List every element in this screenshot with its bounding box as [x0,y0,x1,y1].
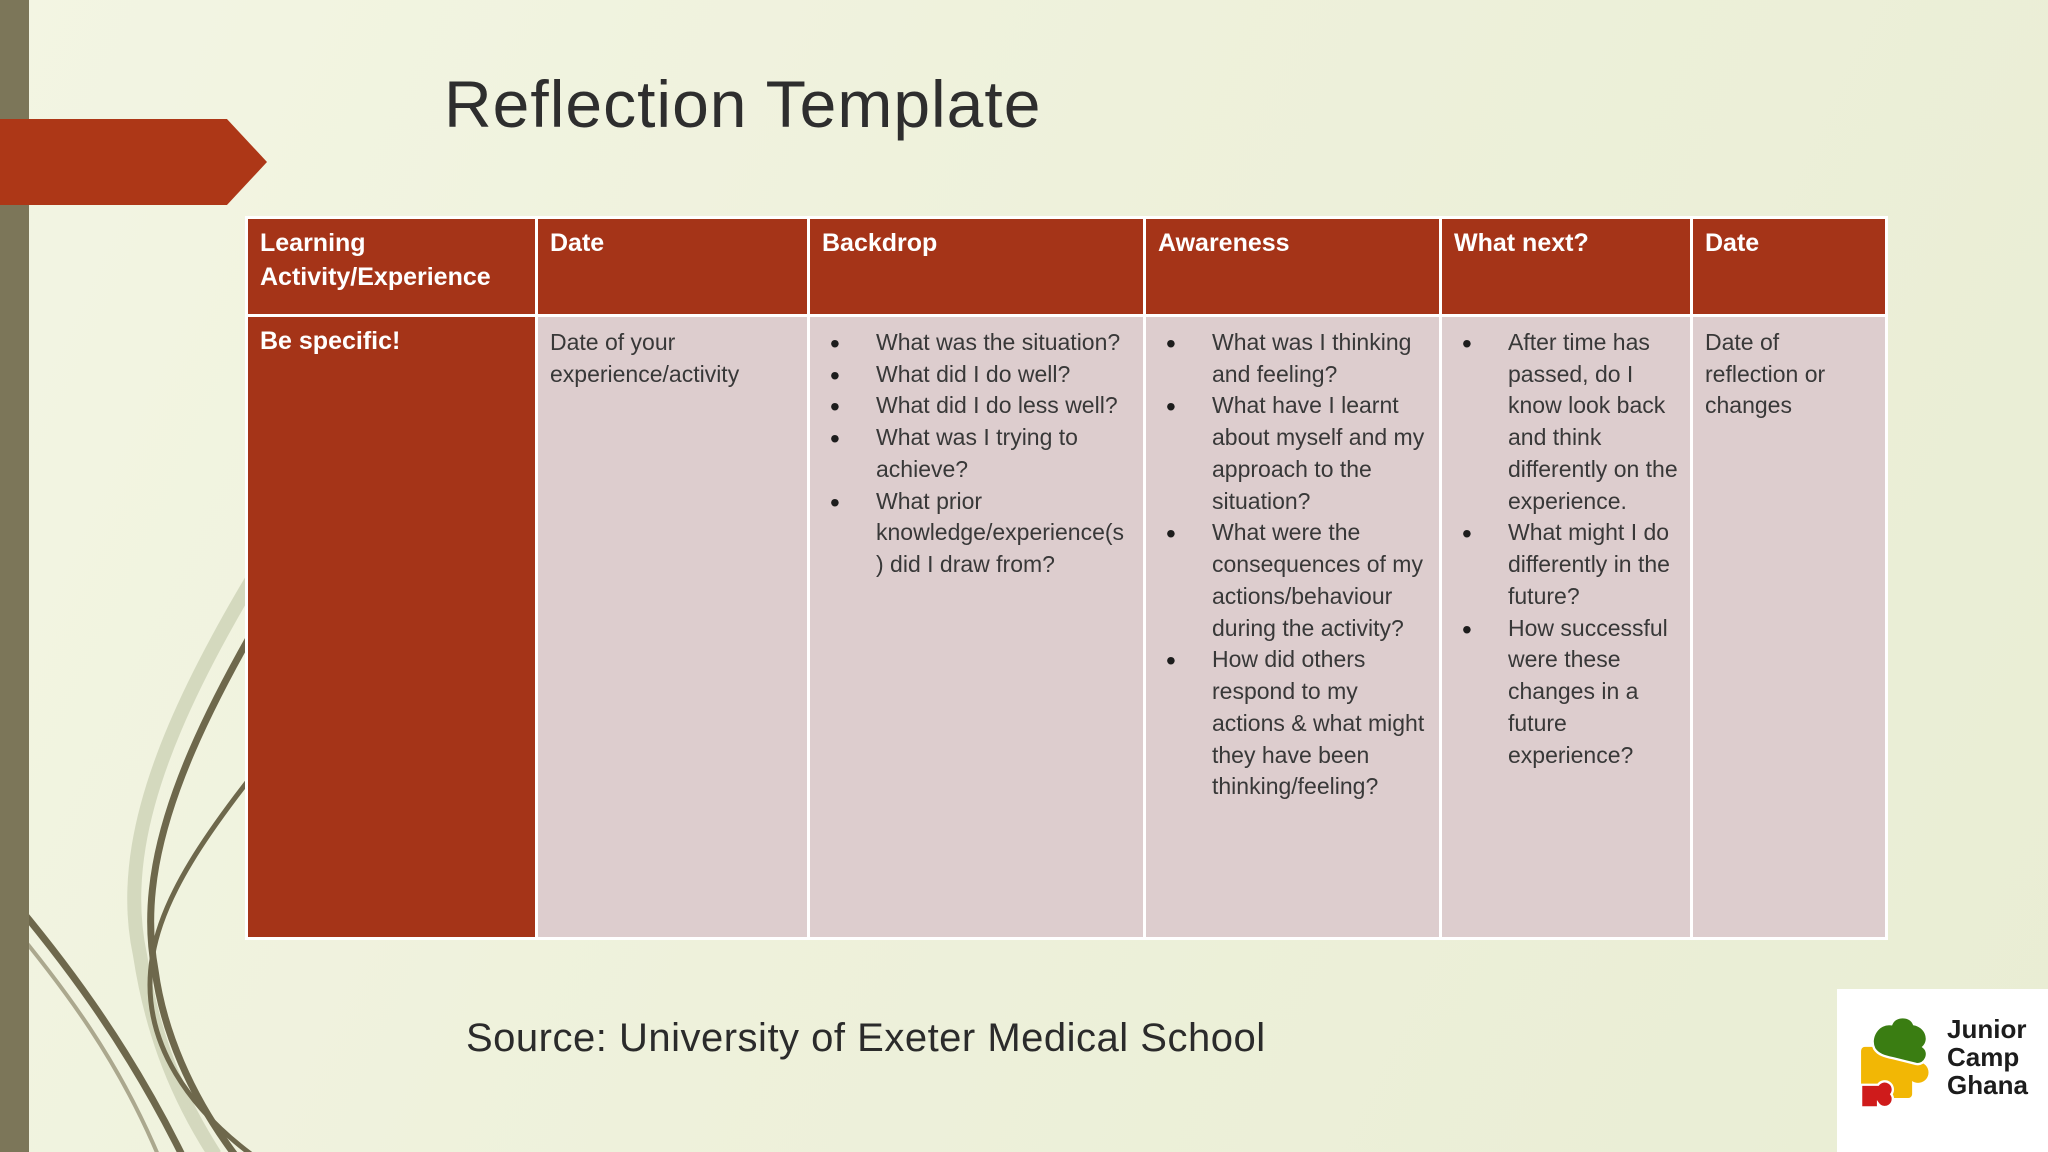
table-cell-what-next-questions: After time has passed, do I know look ba… [1442,317,1690,937]
awareness-bullet-list: What was I thinking and feeling? What ha… [1158,325,1427,803]
bullet-item: After time has passed, do I know look ba… [1454,325,1678,517]
bullet-item: What did I do less well? [822,388,1131,426]
logo-text: Junior Camp Ghana [1947,1015,2028,1099]
table-header-what-next: What next? [1442,219,1690,314]
bullet-item: What have I learnt about myself and my a… [1158,388,1427,517]
bullet-item: How did others respond to my actions & w… [1158,642,1427,803]
table-cell-date-description: Date of your experience/activity [538,317,807,937]
bullet-item: What was I thinking and feeling? [1158,325,1427,390]
bullet-item: What were the consequences of my actions… [1158,515,1427,644]
table-header-awareness: Awareness [1146,219,1439,314]
logo-line-2: Camp [1947,1042,2020,1073]
bullet-item: What was I trying to achieve? [822,420,1131,485]
source-caption: Source: University of Exeter Medical Sch… [466,1016,1266,1060]
bullet-item: How successful were these changes in a f… [1454,611,1678,772]
table-cell-backdrop-questions: What was the situation? What did I do we… [810,317,1143,937]
backdrop-bullet-list: What was the situation? What did I do we… [822,325,1131,581]
table-header-date-2: Date [1693,219,1885,314]
logo-line-1: Junior [1947,1014,2027,1044]
table-cell-date-reflection: Date of reflection or changes [1693,317,1885,937]
table-cell-be-specific: Be specific! [248,317,535,937]
puzzle-logo-icon [1859,1015,1929,1109]
logo-line-3: Ghana [1947,1070,2028,1101]
table-header-learning-activity: Learning Activity/Experience [248,219,535,314]
bullet-item: What prior knowledge/experience(s) did I… [822,484,1131,581]
table-header-backdrop: Backdrop [810,219,1143,314]
junior-camp-ghana-logo: Junior Camp Ghana [1837,989,2048,1152]
arrow-banner [0,119,267,205]
bullet-item: What was the situation? [822,325,1131,363]
table-cell-awareness-questions: What was I thinking and feeling? What ha… [1146,317,1439,937]
bullet-item: What might I do differently in the futur… [1454,515,1678,612]
bullet-item: What did I do well? [822,357,1131,395]
reflection-table: Learning Activity/Experience Date Backdr… [245,216,1888,940]
table-header-date: Date [538,219,807,314]
page-title: Reflection Template [444,67,1042,141]
what-next-bullet-list: After time has passed, do I know look ba… [1454,325,1678,772]
